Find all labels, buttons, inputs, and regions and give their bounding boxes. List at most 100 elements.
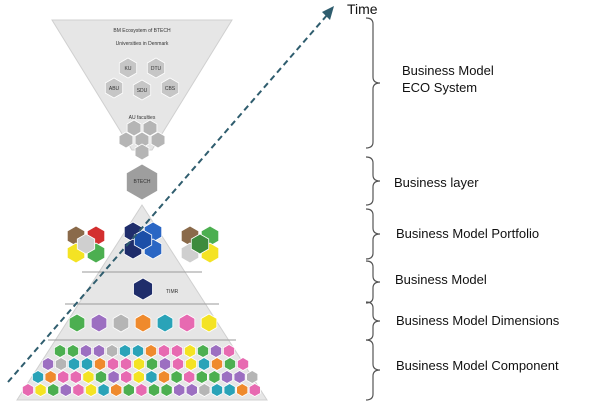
component-hex-64	[210, 383, 224, 397]
component-hex-57	[122, 383, 135, 397]
component-hex-2	[67, 344, 79, 358]
dimension-hex-2	[90, 313, 108, 333]
brace-ecosystem	[365, 17, 381, 149]
component-hex-30	[236, 357, 250, 371]
portfolio-center-hex-5	[133, 229, 153, 251]
component-hex-51	[47, 383, 60, 397]
component-hexes	[21, 344, 261, 397]
component-hex-25	[171, 357, 185, 371]
component-hex-33	[57, 370, 70, 384]
component-hex-44	[195, 370, 208, 384]
level-label-ecosystem-line-1: Business Model	[402, 63, 494, 78]
component-hex-40	[145, 370, 158, 384]
component-hex-59	[147, 383, 161, 397]
dimension-hex-3	[112, 313, 130, 333]
university-label-dtu: DTU	[151, 66, 162, 72]
component-hex-54	[85, 383, 97, 397]
component-hex-41	[157, 370, 171, 384]
component-hex-55	[97, 383, 110, 397]
component-hex-60	[160, 383, 173, 397]
component-hex-48	[246, 370, 259, 384]
university-hex-sdu	[132, 79, 152, 101]
model-hex-label: TIMR	[166, 289, 179, 295]
faculty-hex-6	[134, 143, 150, 161]
component-hex-19	[94, 357, 106, 371]
component-hex-26	[184, 357, 198, 371]
component-hex-10	[170, 344, 184, 358]
component-hex-1	[54, 344, 66, 358]
component-hex-46	[220, 370, 234, 384]
component-hex-7	[131, 344, 145, 358]
component-hex-52	[59, 383, 72, 397]
dimension-hex-7	[200, 313, 218, 333]
component-hex-12	[196, 344, 210, 358]
component-hex-27	[197, 357, 211, 371]
component-hex-3	[80, 344, 92, 358]
brace-dimensions	[365, 301, 381, 341]
component-hex-45	[208, 370, 221, 384]
component-hex-31	[32, 370, 44, 384]
component-hex-8	[144, 344, 158, 358]
dimension-hex-4	[134, 313, 152, 333]
university-hex-abu	[104, 77, 124, 99]
component-hex-65	[223, 383, 236, 397]
level-label-portfolio: Business Model Portfolio	[396, 226, 540, 241]
component-hex-42	[170, 370, 183, 384]
component-hex-35	[82, 370, 95, 384]
component-hex-5	[106, 344, 118, 358]
dimension-hex-5	[156, 313, 174, 333]
component-hex-50	[34, 383, 47, 397]
component-hex-11	[183, 344, 197, 358]
time-axis-line	[7, 13, 329, 383]
component-hex-21	[120, 357, 133, 371]
timr-hexagon	[133, 277, 153, 301]
portfolio-right-hex-5	[190, 233, 210, 255]
universities-label: Universities in Denmark	[116, 41, 169, 47]
component-hex-58	[135, 383, 148, 397]
dimension-hexes	[68, 313, 218, 333]
component-hex-17	[68, 357, 80, 371]
brace-layer	[365, 156, 381, 206]
component-hex-22	[132, 357, 146, 371]
brace-model	[365, 260, 381, 304]
university-label-cbs: CBS	[165, 86, 176, 92]
level-label-model: Business Model	[395, 272, 487, 287]
component-hex-6	[119, 344, 132, 358]
business-model-hex	[133, 277, 153, 301]
component-hex-13	[209, 344, 223, 358]
component-hex-63	[198, 383, 211, 397]
time-axis-arrowhead	[322, 6, 334, 20]
btech-hex	[126, 163, 159, 201]
faculties-label: AU faculties	[129, 115, 156, 121]
component-hex-47	[233, 370, 246, 384]
dimension-hex-6	[178, 313, 196, 333]
university-hex-ku	[118, 57, 138, 79]
dimension-hex-1	[68, 313, 86, 333]
portfolio-left-hex-5	[76, 233, 96, 255]
btech-hexagon	[126, 163, 159, 201]
component-hex-67	[248, 383, 261, 397]
university-label-sdu: SDU	[137, 88, 148, 94]
component-hex-18	[81, 357, 93, 371]
component-hex-16	[55, 357, 67, 371]
component-hex-34	[69, 370, 82, 384]
btech-label: BTECH	[134, 179, 151, 185]
university-label-abu: ABU	[109, 86, 120, 92]
component-hex-37	[107, 370, 120, 384]
component-hex-29	[223, 357, 237, 371]
faculty-hex-1	[126, 119, 142, 137]
component-hex-53	[72, 383, 85, 397]
level-label-ecosystem-line-2: ECO System	[402, 80, 478, 95]
component-hex-24	[158, 357, 172, 371]
component-hex-4	[93, 344, 105, 358]
component-hex-61	[173, 383, 186, 397]
time-label: Time	[347, 1, 378, 17]
component-hex-38	[120, 370, 133, 384]
component-hex-39	[132, 370, 145, 384]
level-label-dimensions: Business Model Dimensions	[396, 313, 560, 328]
component-hex-28	[210, 357, 224, 371]
faculty-hex-4	[118, 131, 134, 149]
faculty-hexes	[118, 119, 166, 161]
component-hex-62	[185, 383, 198, 397]
